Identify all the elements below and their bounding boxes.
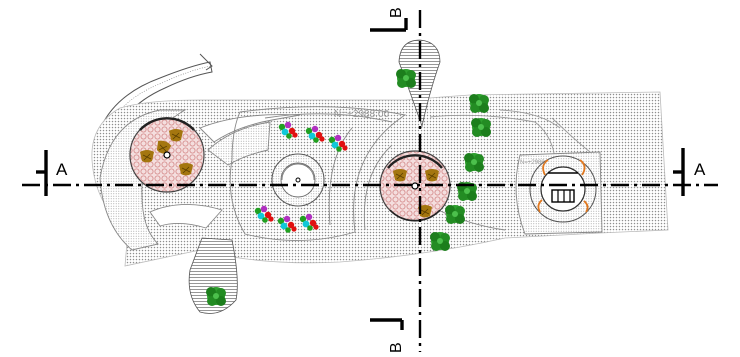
tree-icon bbox=[471, 118, 491, 137]
section-line-a bbox=[22, 148, 718, 196]
tree-icon bbox=[464, 153, 484, 172]
section-label-a-right: A bbox=[694, 160, 706, 179]
section-line-b bbox=[370, 10, 422, 352]
bench-icon bbox=[424, 168, 440, 182]
elevation-label-main: N=+2988.00 bbox=[334, 109, 389, 120]
tree-icon bbox=[445, 205, 465, 224]
section-label-b-top: B bbox=[388, 7, 405, 18]
tree-icon bbox=[396, 69, 416, 88]
tree-icon bbox=[469, 94, 489, 113]
tree-icon bbox=[206, 287, 226, 306]
elevation-label-right: N=+2988 bbox=[520, 160, 545, 166]
section-label-a-left: A bbox=[56, 160, 68, 179]
bench-icon bbox=[168, 128, 184, 142]
section-label-b-bottom: B bbox=[388, 342, 405, 353]
bench-icon bbox=[178, 162, 194, 176]
left-circular-plaza bbox=[129, 117, 205, 193]
gazebo bbox=[529, 155, 597, 223]
bench-icon bbox=[139, 149, 155, 163]
bench-icon bbox=[392, 168, 408, 182]
tree-icon bbox=[430, 232, 450, 251]
center-fountain bbox=[271, 153, 325, 207]
